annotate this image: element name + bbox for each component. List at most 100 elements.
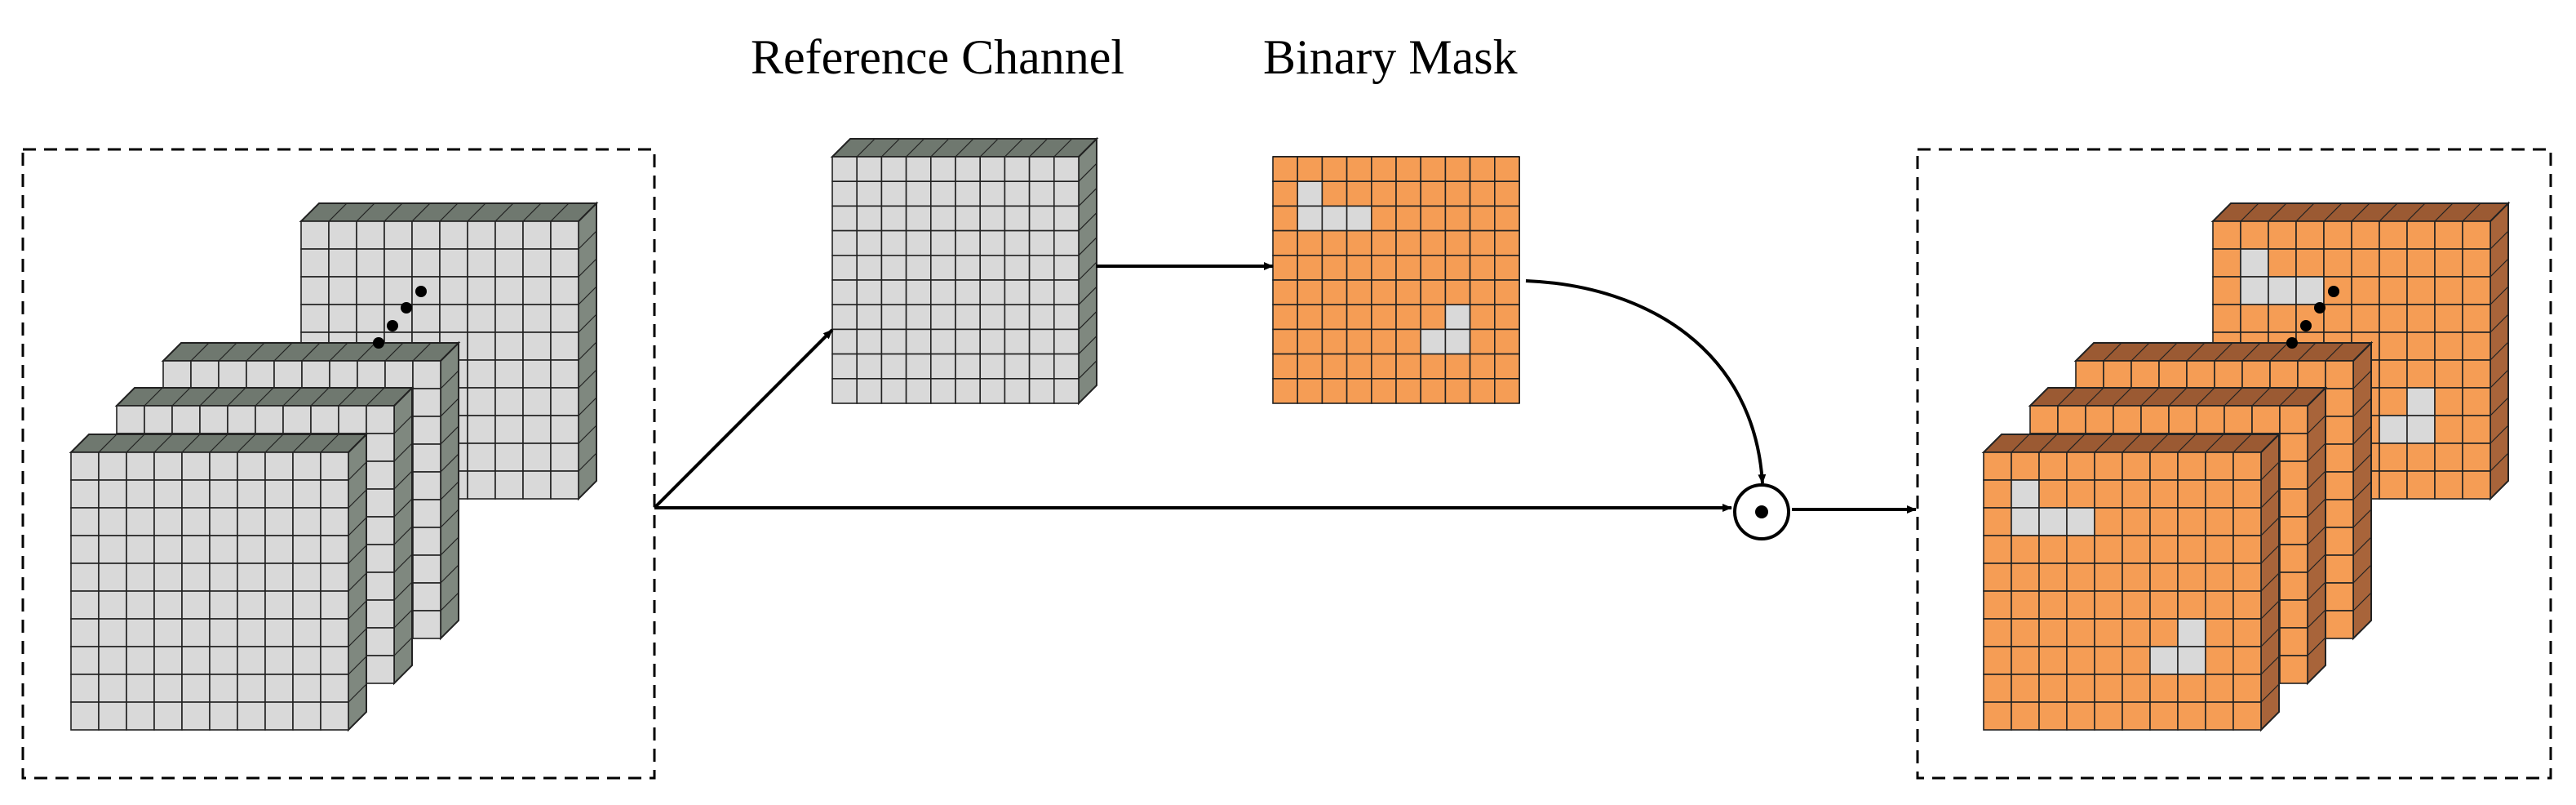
- grid-cell: [2186, 360, 2215, 389]
- grid-cell: [1371, 180, 1397, 207]
- grid-cell: [1053, 254, 1080, 281]
- top-grid-line: [2268, 202, 2287, 222]
- grid-cell: [550, 220, 579, 250]
- side-grid-line: [393, 498, 413, 518]
- grid-cell: [153, 646, 183, 675]
- grid-cell: [2094, 451, 2123, 481]
- grid-cell: [2325, 582, 2354, 612]
- grid-cell: [1444, 180, 1471, 207]
- grid-cell: [2140, 405, 2170, 434]
- grid-cell: [2066, 646, 2095, 675]
- grid-cell: [2149, 618, 2179, 647]
- top-grid-line: [2177, 434, 2197, 453]
- grid-cell: [955, 205, 982, 232]
- grid-cell: [831, 304, 858, 331]
- grid-cell: [1420, 377, 1447, 404]
- top-grid-line: [292, 434, 312, 453]
- grid-cell: [126, 535, 155, 564]
- grid-cell: [1420, 229, 1447, 256]
- grid-cell: [2212, 220, 2241, 250]
- side-grid-line: [2490, 425, 2509, 444]
- grid-cell: [1321, 279, 1348, 306]
- grid-cell: [467, 304, 496, 333]
- grid-cell: [1028, 254, 1055, 281]
- grid-cell: [1444, 205, 1471, 232]
- side-grid-line: [440, 536, 459, 556]
- grid-cell: [2094, 618, 2123, 647]
- grid-cell: [2379, 415, 2408, 444]
- grid-cell: [412, 388, 441, 417]
- grid-cell: [2279, 572, 2308, 601]
- grid-cell: [2011, 479, 2040, 509]
- grid-cell: [2434, 276, 2463, 305]
- grid-cell: [2011, 701, 2040, 731]
- grid-cell: [1346, 205, 1372, 232]
- side-grid-line: [2490, 341, 2509, 361]
- grid-cell: [1028, 377, 1055, 404]
- grid-cell: [1346, 180, 1372, 207]
- grid-cell: [2240, 304, 2269, 333]
- grid-cell: [1983, 590, 2012, 620]
- grid-cell: [2038, 451, 2068, 481]
- grid-cell: [979, 254, 1006, 281]
- grid-cell: [2066, 563, 2095, 592]
- grid-cell: [181, 451, 211, 481]
- grid-cell: [1420, 156, 1447, 183]
- grid-cell: [227, 405, 256, 434]
- grid-cell: [338, 405, 367, 434]
- grid-cell: [930, 328, 956, 355]
- grid-cell: [1371, 205, 1397, 232]
- grid-cell: [2224, 405, 2253, 434]
- grid-cell: [2434, 443, 2463, 472]
- grid-cell: [2379, 443, 2408, 472]
- grid-cell: [70, 451, 100, 481]
- grid-cell: [522, 359, 552, 389]
- side-grid-line: [2352, 592, 2372, 612]
- grid-cell: [467, 359, 496, 389]
- grid-cell: [237, 590, 266, 620]
- grid-cell: [2122, 507, 2151, 536]
- grid-cell: [292, 535, 321, 564]
- side-grid-line: [578, 452, 597, 472]
- grid-cell: [1444, 377, 1471, 404]
- grid-cell: [209, 701, 238, 731]
- grid-cell: [856, 229, 883, 256]
- side-grid-line: [2490, 258, 2509, 278]
- grid-cell: [2212, 304, 2241, 333]
- grid-cell: [1444, 279, 1471, 306]
- grid-cell: [1371, 229, 1397, 256]
- grid-cell: [955, 180, 982, 207]
- grid-cell: [2279, 516, 2308, 545]
- grid-cell: [209, 479, 238, 509]
- grid-cell: [905, 328, 932, 355]
- arrow-mask-to-operator: [1525, 279, 1767, 484]
- side-grid-line: [440, 509, 459, 528]
- grid-cell: [98, 535, 127, 564]
- side-grid-line: [393, 470, 413, 490]
- grid-cell: [2038, 590, 2068, 620]
- top-grid-line: [301, 342, 321, 362]
- grid-cell: [1395, 304, 1422, 331]
- top-grid-line: [930, 138, 950, 158]
- side-grid-line: [393, 609, 413, 629]
- side-grid-line: [2307, 498, 2326, 518]
- grid-cell: [1395, 254, 1422, 281]
- grid-cell: [955, 377, 982, 404]
- grid-cell: [2279, 460, 2308, 490]
- grid-cell: [328, 248, 357, 278]
- top-grid-line: [144, 387, 163, 407]
- grid-cell: [2351, 220, 2380, 250]
- grid-cell: [1494, 229, 1520, 256]
- side-grid-line: [2260, 489, 2280, 509]
- grid-cell: [2122, 646, 2151, 675]
- grid-cell: [439, 220, 468, 250]
- grid-cell: [1004, 156, 1031, 183]
- grid-cell: [930, 254, 956, 281]
- side-grid-line: [440, 453, 459, 473]
- grid-cell: [292, 479, 321, 509]
- grid-cell: [356, 304, 385, 333]
- grid-cell: [1395, 377, 1422, 404]
- grid-cell: [494, 470, 524, 500]
- grid-cell: [494, 359, 524, 389]
- side-grid-line: [348, 517, 367, 536]
